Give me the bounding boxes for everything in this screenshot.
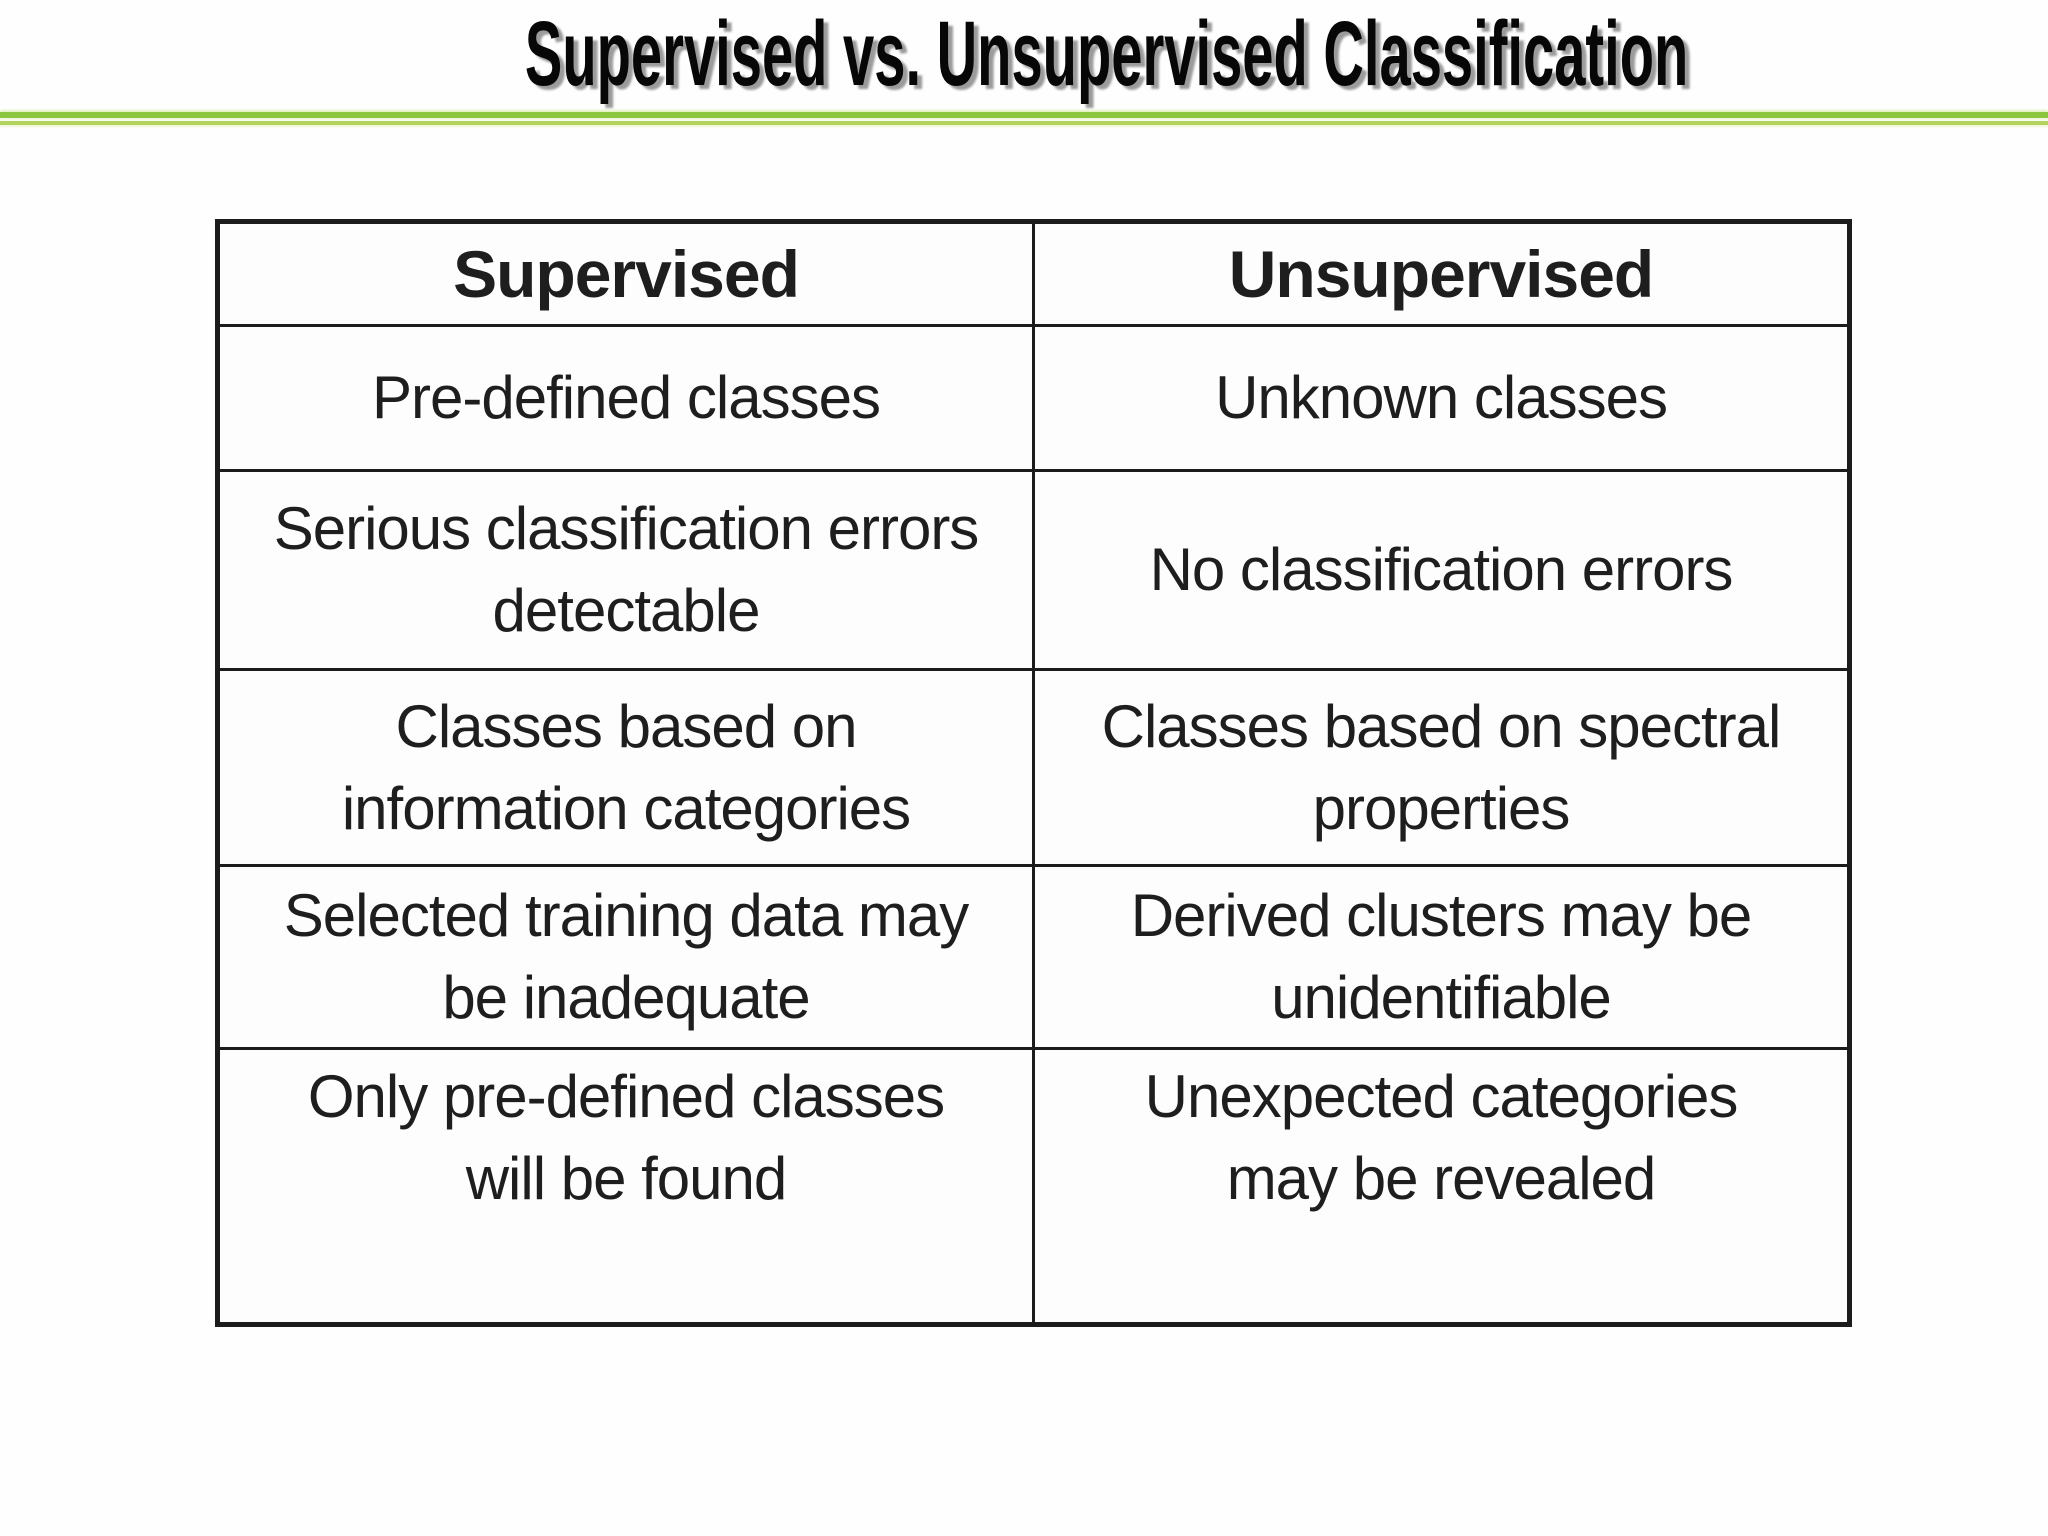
table-cell-supervised-4: Selected training data may be inadequate [216, 864, 1035, 1050]
table-cell-unsupervised-2: No classification errors [1032, 469, 1851, 671]
table-cell-supervised-5: Only pre-defined classes will be found [216, 1047, 1035, 1326]
table-row: Serious classification errors detectable… [216, 469, 1851, 671]
title-rule-thin [0, 121, 2048, 125]
table-row: Classes based on information categories … [216, 668, 1851, 867]
table-cell-supervised-3: Classes based on information categories [216, 668, 1035, 867]
table-cell-unsupervised-1: Unknown classes [1032, 324, 1851, 472]
table-header-row: Supervised Unsupervised [216, 220, 1851, 327]
table-row: Selected training data may be inadequate… [216, 864, 1851, 1050]
table-cell-unsupervised-4: Derived clusters may be unidentifiable [1032, 864, 1851, 1050]
column-header-supervised: Supervised [216, 220, 1035, 327]
title-container: Supervised vs. Unsupervised Classificati… [83, 2, 2048, 108]
table-row: Pre-defined classes Unknown classes [216, 324, 1851, 472]
table-row: Only pre-defined classes will be found U… [216, 1047, 1851, 1326]
column-header-unsupervised: Unsupervised [1032, 220, 1851, 327]
table-cell-unsupervised-3: Classes based on spectral properties [1032, 668, 1851, 867]
title-rule-thick [0, 112, 2048, 118]
table-cell-supervised-1: Pre-defined classes [216, 324, 1035, 472]
table-cell-supervised-2: Serious classification errors detectable [216, 469, 1035, 671]
slide-title: Supervised vs. Unsupervised Classificati… [525, 3, 1689, 105]
table-cell-unsupervised-5: Unexpected categories may be revealed [1032, 1047, 1851, 1326]
comparison-table: Supervised Unsupervised Pre-defined clas… [215, 219, 1852, 1327]
